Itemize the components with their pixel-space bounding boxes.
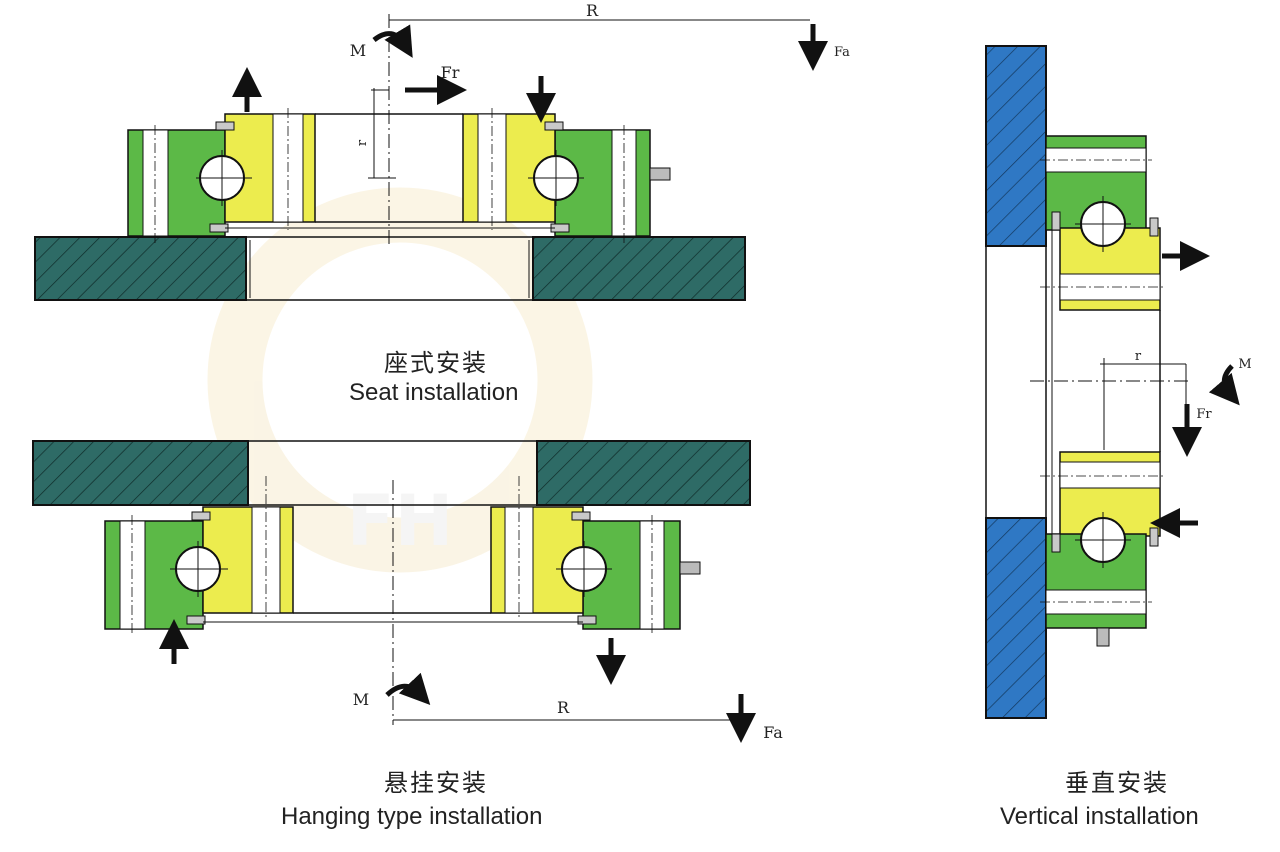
seat-caption-cn: 座式安装 xyxy=(384,349,488,377)
watermark-text: FH xyxy=(347,480,453,562)
vertical-caption-en: Vertical installation xyxy=(1000,803,1199,830)
seat-base-plate-left xyxy=(34,236,247,301)
hanging-plate-right xyxy=(536,440,751,506)
vertical-moment-arrow xyxy=(1208,364,1240,406)
hanging-label-Fa: Fa xyxy=(763,723,783,742)
seat-label-M: M xyxy=(350,41,366,60)
hanging-grease-nipple xyxy=(679,561,701,575)
vertical-grease-nipple xyxy=(1096,627,1110,647)
seat-label-R: R xyxy=(586,1,599,20)
hanging-moment-arrow xyxy=(385,672,431,705)
seat-installation-drawing: R r M Fr Fa xyxy=(34,1,850,301)
hanging-plate-left xyxy=(32,440,249,506)
hanging-label-M: M xyxy=(353,690,369,709)
vertical-label-Fr: Fr xyxy=(1196,407,1212,422)
seat-label-Fr: Fr xyxy=(441,63,460,82)
hanging-caption-cn: 悬挂安装 xyxy=(384,769,488,797)
hanging-label-R: R xyxy=(557,698,570,717)
vertical-label-r: r xyxy=(1135,349,1142,364)
vertical-caption-cn: 垂直安装 xyxy=(1065,769,1169,797)
vertical-wall-plate-bottom xyxy=(985,517,1047,719)
hanging-installation-drawing: R M Fa xyxy=(32,440,783,743)
vertical-label-M: M xyxy=(1238,357,1251,372)
vertical-installation-drawing: r M Fr xyxy=(985,45,1252,719)
seat-moment-arrow xyxy=(372,24,413,58)
seat-base-plate-right xyxy=(532,236,746,301)
seat-label-Fa: Fa xyxy=(834,45,850,60)
watermark-logo: FH xyxy=(207,187,593,573)
seat-label-r: r xyxy=(355,139,370,146)
hanging-caption-en: Hanging type installation xyxy=(281,803,543,830)
seat-grease-nipple xyxy=(649,167,671,181)
seat-caption-en: Seat installation xyxy=(349,379,519,406)
vertical-wall-plate-top xyxy=(985,45,1047,247)
